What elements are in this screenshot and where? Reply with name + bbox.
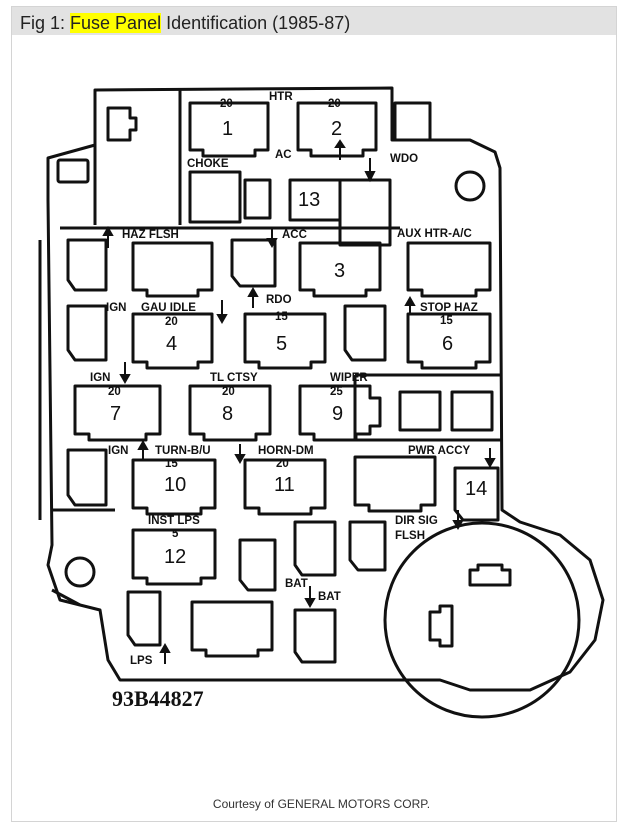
acc-slot [230,238,277,288]
label-acc: ACC [282,229,307,241]
label-ign-1: IGN [106,302,126,314]
fuse-slot-2 [296,101,378,158]
haz-fuse-slot [131,241,214,298]
panel-outline [46,86,605,692]
fuse-7-amps: 20 [108,386,121,398]
bat-slot-1 [238,538,277,592]
title-highlight: Fuse Panel [70,13,162,33]
label-ign-3: IGN [108,445,128,457]
lps-slot [126,590,162,647]
fuse-13-number: 13 [298,189,320,211]
haz-flsh-slot [66,238,108,292]
fuse-12-number: 12 [164,546,186,568]
relay-slot-right [398,390,494,432]
fuse-slot-9 [298,384,382,442]
fuse-slot-10 [131,458,217,516]
fuse-1-amps: 20 [220,98,233,110]
label-flsh: FLSH [395,530,425,542]
fuse-6-amps: 15 [440,315,453,327]
fuse-slot-11 [243,458,327,516]
wdo-slot [393,101,432,142]
label-inst-lps: INST LPS [148,515,200,527]
pwr-accy-slot [353,455,437,513]
fuse-5-number: 5 [276,333,287,355]
part-number: 93B44827 [112,686,204,711]
fuse-slot-7 [73,384,162,442]
fuse-14-number: 14 [465,478,487,500]
fuse-1-number: 1 [222,118,233,140]
label-gau-idle: GAU IDLE [141,302,196,314]
label-turn-bu: TURN-B/U [155,445,211,457]
top-latch [106,106,138,142]
aux-fuse-slot [406,241,492,298]
fuse-2-number: 2 [331,118,342,140]
bat-slot-upper [293,520,337,577]
fuse-11-amps: 20 [276,458,289,470]
fuse-slot-13 [243,178,392,247]
label-lps: LPS [130,655,153,667]
label-stop-haz: STOP HAZ [420,302,478,314]
fuse-5-amps: 15 [275,311,288,323]
fuse-slot-14 [453,466,500,522]
connector-key-top [468,563,512,587]
label-ign-2: IGN [90,372,110,384]
fuse-9-amps: 25 [330,386,343,398]
fuse-8-amps: 20 [222,386,235,398]
fuse-4-amps: 20 [165,316,178,328]
fuse-2-amps: 20 [328,98,341,110]
fuse-slot-6 [406,312,492,370]
bat-slot-2 [293,608,337,664]
fuse-11-number: 11 [274,474,295,496]
fuse-7-number: 7 [110,403,121,425]
fuse-slot-8 [188,384,272,442]
fuse-slot-3 [298,241,382,298]
dir-sig-slot [348,520,387,572]
bulkhead-connector [383,521,581,719]
label-haz-flsh: HAZ FLSH [122,229,179,241]
ign-slot-3 [66,448,108,507]
label-tl-ctsy: TL CTSY [210,372,258,384]
choke-slot [188,170,242,224]
bottom-slot [190,600,274,658]
mount-hole-bottom [64,556,96,588]
label-pwr-accy: PWR ACCY [408,445,471,457]
label-dir-sig: DIR SIG [395,515,438,527]
fuse-3-number: 3 [334,260,345,282]
fuse-10-amps: 15 [165,458,178,470]
label-wdo: WDO [390,153,418,165]
figure-frame [11,6,617,822]
fuse-slot-4 [131,312,214,370]
left-clip-top [56,158,90,184]
label-choke: CHOKE [187,158,229,170]
rdo-side-slot [343,304,387,362]
label-horn-dm: HORN-DM [258,445,314,457]
fuse-4-number: 4 [166,333,177,355]
fuse-slot-1 [188,101,270,158]
connector-key-left [428,604,454,648]
mount-hole-top [454,170,486,202]
fuse-slot-12 [131,528,217,586]
label-ac: AC [275,149,292,161]
ign-slot-1 [66,304,108,362]
label-wiper: WIPER [330,372,368,384]
label-bat-1: BAT [285,578,308,590]
courtesy-credit: Courtesy of GENERAL MOTORS CORP. [212,797,431,811]
label-rdo: RDO [266,294,292,306]
fuse-6-number: 6 [442,333,453,355]
fuse-8-number: 8 [222,403,233,425]
figure-title: Fig 1: Fuse Panel Identification (1985-8… [20,13,351,33]
fuse-9-number: 9 [332,403,343,425]
label-aux-htr-ac: AUX HTR-A/C [397,228,472,240]
label-bat-2: BAT [318,591,341,603]
fuse-10-number: 10 [164,474,186,496]
fuse-12-amps: 5 [172,528,179,540]
label-htr: HTR [269,91,293,103]
fuse-slot-5 [243,312,327,370]
